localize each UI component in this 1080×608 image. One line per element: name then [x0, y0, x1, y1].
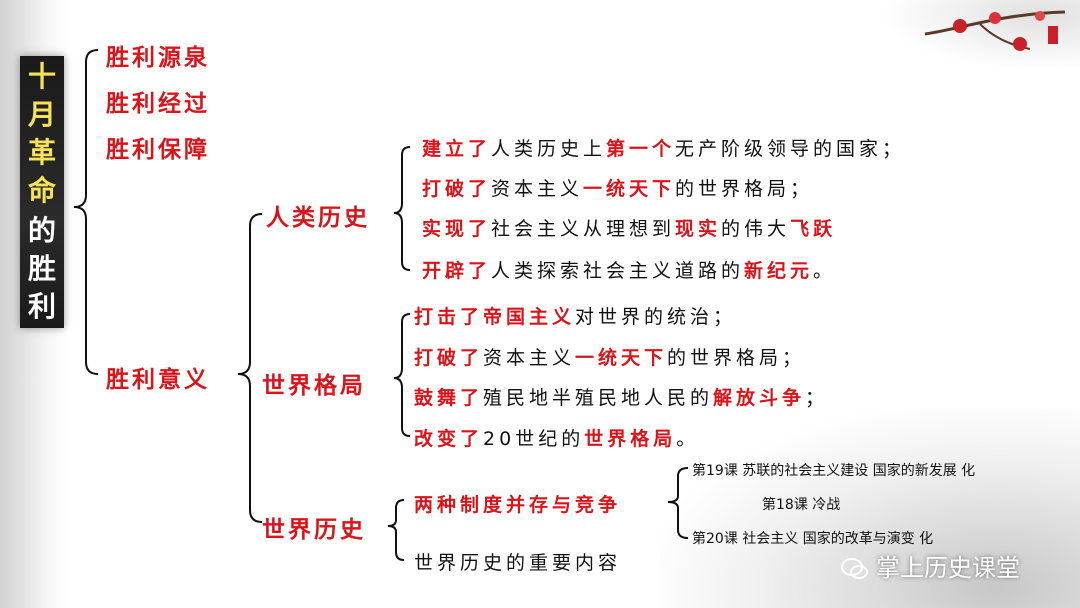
title-char: 利 — [27, 290, 56, 323]
victory-guarantee: 胜利保障 — [106, 137, 210, 163]
world-pattern-heading: 世界格局 — [262, 373, 366, 399]
human-item: 实现了社会主义从理想到现实的伟大飞跃 — [422, 214, 836, 241]
title-char: 革 — [27, 136, 56, 169]
world-item: 打击了帝国主义对世界的统治； — [414, 302, 736, 329]
highlight-text: 开辟了 — [422, 260, 492, 282]
highlight-text: 打击了帝国主义 — [414, 306, 576, 328]
plain-text: 对世界的统治； — [575, 306, 737, 328]
world-item: 鼓舞了殖民地半殖民地人民的解放斗争； — [414, 383, 828, 410]
victory-significance: 胜利意义 — [106, 367, 210, 393]
highlight-text: 建立了 — [422, 138, 492, 160]
title-char: 的 — [27, 214, 56, 247]
highlight-text: 第一个 — [606, 138, 676, 160]
lesson-18: 第18课 冷战 — [762, 497, 841, 513]
plain-text: 的伟大 — [721, 218, 791, 240]
title-char: 胜 — [27, 252, 56, 285]
highlight-text: 飞跃 — [790, 218, 837, 240]
victory-process: 胜利经过 — [106, 91, 210, 117]
plain-text: 社会主义从理想到 — [491, 218, 676, 240]
plain-text: 20世纪的 — [483, 428, 585, 450]
highlight-text: 打破了 — [414, 347, 484, 369]
highlight-text: 实现了 — [422, 218, 492, 240]
human-item: 打破了资本主义一统天下的世界格局； — [422, 174, 813, 201]
highlight-text: 现实 — [675, 218, 722, 240]
highlight-text: 新纪元 — [744, 260, 814, 282]
plain-text: 资本主义 — [483, 347, 576, 369]
plain-text: 无产阶级领导的国家； — [675, 138, 906, 160]
highlight-text: 一统天下 — [583, 178, 676, 200]
highlight-text: 打破了 — [422, 178, 492, 200]
watermark-text: 掌上历史课堂 — [876, 554, 1020, 582]
plum-blossom-decoration — [924, 10, 1066, 51]
world-item: 打破了资本主义一统天下的世界格局； — [414, 343, 805, 370]
title-banner: 十 月 革 命 的 胜 利 — [20, 56, 64, 328]
plain-text: 人类历史上 — [491, 138, 607, 160]
plain-text: ； — [805, 387, 829, 409]
wechat-icon — [841, 558, 868, 579]
human-item: 建立了人类历史上第一个无产阶级领导的国家； — [422, 134, 905, 161]
plain-text: 资本主义 — [491, 178, 584, 200]
highlight-text: 改变了 — [414, 428, 484, 450]
lesson-20: 第20课 社会主义 国家的改革与演变 化 — [692, 531, 934, 547]
human-history-heading: 人类历史 — [266, 205, 370, 231]
watermark: 掌上历史课堂 — [840, 548, 1020, 584]
plain-text: 人类探索社会主义道路的 — [491, 260, 745, 282]
title-char: 十 — [27, 60, 56, 93]
world-history-heading: 世界历史 — [262, 517, 366, 543]
title-char: 月 — [27, 98, 56, 131]
highlight-text: 鼓舞了 — [414, 387, 484, 409]
title-char: 命 — [27, 174, 56, 207]
plain-text: 。 — [813, 260, 837, 282]
plain-text: 的世界格局； — [675, 178, 814, 200]
highlight-text: 世界格局 — [584, 428, 677, 450]
plain-text: 殖民地半殖民地人民的 — [483, 387, 714, 409]
human-item: 开辟了人类探索社会主义道路的新纪元。 — [422, 256, 836, 283]
victory-source: 胜利源泉 — [106, 45, 210, 71]
highlight-text: 一统天下 — [575, 347, 668, 369]
important-content-item: 世界历史的重要内容 — [414, 552, 622, 574]
plain-text: 的世界格局； — [667, 347, 806, 369]
ink-wash-bottom — [660, 408, 1080, 608]
plain-text: 。 — [676, 428, 700, 450]
two-systems-item: 两种制度并存与竞争 — [414, 494, 622, 516]
lesson-19: 第19课 苏联的社会主义建设 国家的新发展 化 — [692, 463, 976, 479]
world-item: 改变了20世纪的世界格局。 — [414, 424, 699, 451]
highlight-text: 解放斗争 — [713, 387, 806, 409]
